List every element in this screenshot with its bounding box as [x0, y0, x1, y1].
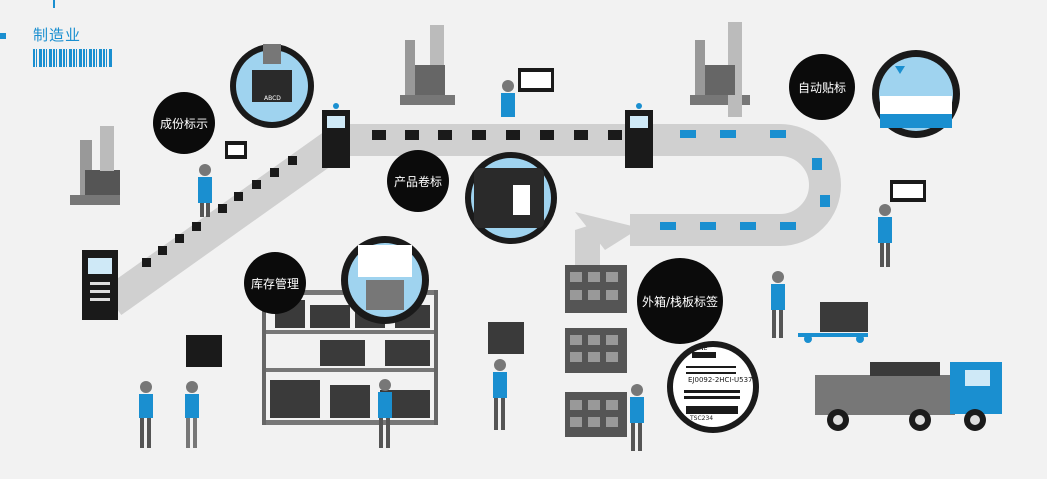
label-auto-labeling: 自动贴标 — [789, 54, 855, 120]
label-roll-label: 产品卷标 — [387, 150, 449, 212]
inset-label-text-3: TSC234 — [690, 415, 714, 422]
inset-label-text-2: EJ0092-2HCI-U537 — [688, 376, 753, 384]
inset-box-code: ABCD — [264, 95, 281, 102]
accent-line — [53, 0, 55, 8]
controller-mid — [322, 103, 350, 168]
label-pallet-label: 外箱/栈板标签 — [637, 258, 723, 344]
pallet-cart — [798, 302, 868, 343]
inset-pallet-label — [667, 341, 759, 433]
barcode-decoration — [33, 49, 113, 67]
label-product-marking: 成份标示 — [153, 92, 215, 154]
worker-figures — [139, 80, 892, 451]
inset-shelf-label — [341, 236, 429, 324]
controller-left — [82, 250, 118, 320]
label-inventory: 库存管理 — [244, 252, 306, 314]
conveyor-items — [142, 130, 622, 267]
label-machine-left — [70, 126, 120, 205]
label-machine-right — [690, 22, 750, 117]
inset-roll-label — [465, 152, 557, 244]
monitor-screens — [186, 68, 926, 367]
page-title: 制造业 — [33, 26, 82, 44]
conveyor-belt — [102, 124, 841, 316]
labeled-items — [660, 130, 830, 230]
controller-right — [625, 103, 653, 168]
label-machine-top — [400, 25, 455, 105]
delivery-truck — [815, 362, 1002, 431]
inset-qr-box — [230, 44, 314, 128]
header: 制造业 — [0, 0, 200, 80]
pallet-stacks — [565, 265, 627, 437]
accent-square — [0, 33, 6, 39]
inset-auto-label — [872, 50, 960, 138]
inset-label-text-1: LINE — [694, 345, 708, 352]
